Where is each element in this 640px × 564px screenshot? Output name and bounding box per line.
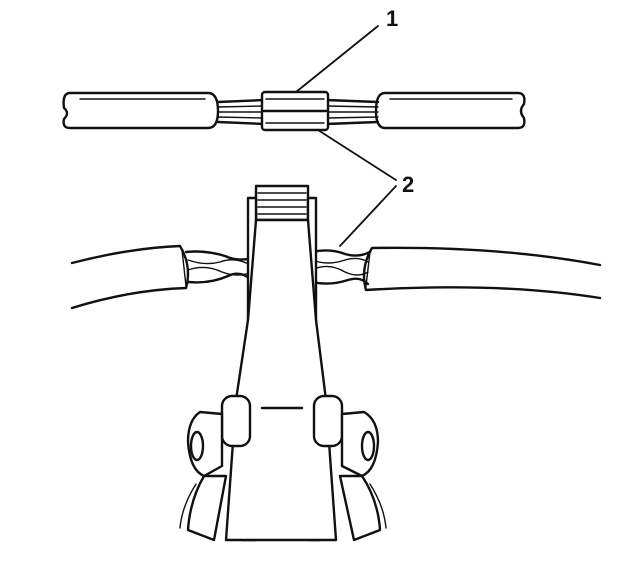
callout-1-label: 1 bbox=[386, 6, 398, 31]
right-curved-wire bbox=[362, 246, 602, 300]
wires-in-crimper bbox=[70, 244, 602, 310]
callout-2-leader-top bbox=[317, 129, 397, 181]
callout-2: 2 bbox=[317, 129, 414, 247]
callout-2-label: 2 bbox=[402, 172, 414, 197]
spliced-wire-assembly bbox=[62, 90, 526, 132]
callout-2-leader-bottom bbox=[339, 185, 397, 247]
callout-1-leader bbox=[295, 25, 379, 93]
left-wire-insulation bbox=[62, 91, 220, 130]
left-curved-wire bbox=[70, 244, 190, 310]
left-exposed-strands bbox=[216, 98, 266, 126]
crimper-body bbox=[224, 218, 338, 542]
right-exposed-strands bbox=[324, 98, 380, 126]
left-twisted-strands bbox=[184, 250, 254, 284]
crimping-tool bbox=[179, 184, 387, 542]
right-wire-insulation bbox=[374, 91, 526, 130]
crimper-jaw-head bbox=[254, 184, 310, 222]
crimper-handles bbox=[179, 474, 387, 542]
splice-clip bbox=[260, 90, 330, 132]
callout-1: 1 bbox=[295, 6, 398, 93]
right-twisted-strands bbox=[310, 249, 372, 286]
crimper-right-pivot-bolt bbox=[312, 394, 380, 478]
